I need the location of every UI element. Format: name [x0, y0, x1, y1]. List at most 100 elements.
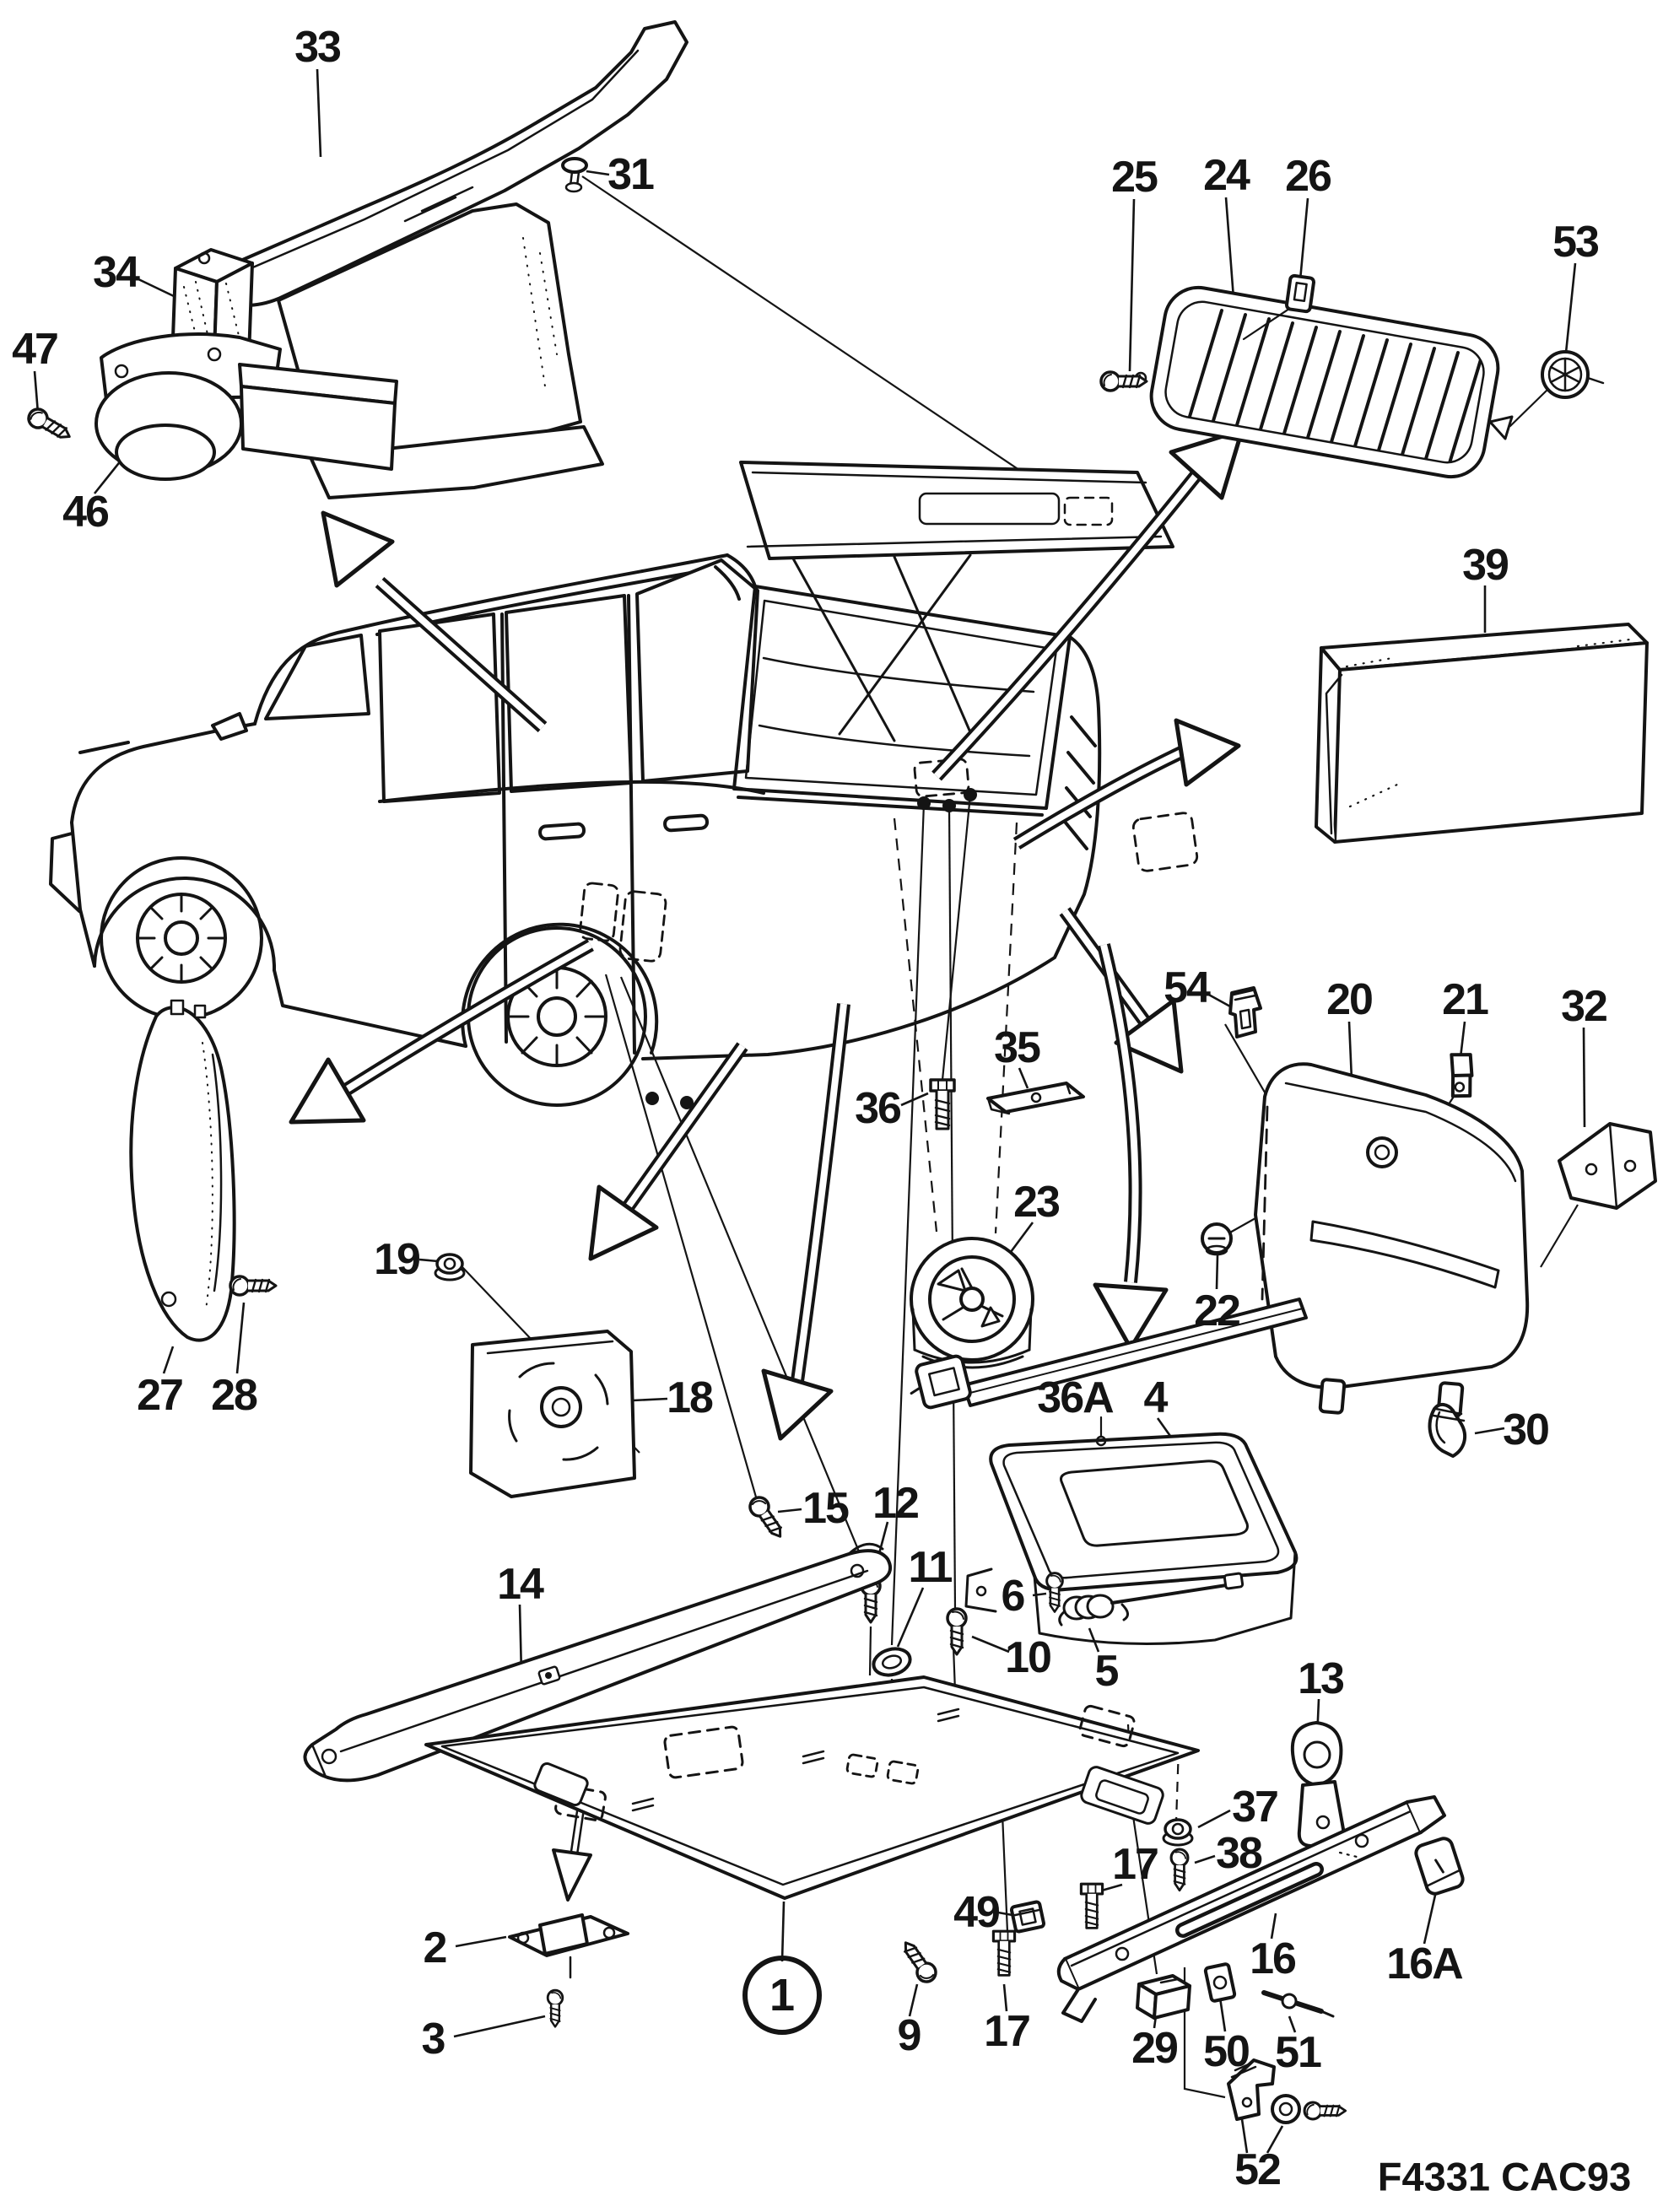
callout-15: 15: [802, 1484, 850, 1533]
callout-16: 16: [1250, 1934, 1297, 1983]
callout-20: 20: [1326, 975, 1374, 1024]
callout-9: 9: [897, 2011, 922, 2060]
callout-24: 24: [1203, 151, 1250, 200]
callout-38: 38: [1216, 1829, 1263, 1878]
part-30-clip: [1428, 1403, 1467, 1458]
part-5-spring-latch: [1058, 1572, 1245, 1627]
callout-47: 47: [12, 325, 59, 374]
part-35-bracket-plate: [986, 1082, 1085, 1115]
callout-39: 39: [1462, 541, 1509, 590]
part-3-screw: [546, 1988, 564, 2028]
part-29-block: [1136, 1974, 1191, 2020]
callout-32: 32: [1561, 982, 1608, 1031]
callout-13: 13: [1298, 1654, 1345, 1703]
parts: [23, 20, 1657, 2124]
part-6-screw: [1045, 1571, 1065, 1614]
callout-51: 51: [1275, 2028, 1322, 2077]
part-21-clip: [1450, 1053, 1474, 1098]
part-46-duct: [94, 332, 398, 481]
arrow-to-upper-left: [321, 510, 548, 732]
direction-arrows: [289, 428, 1245, 1902]
part-51-pin: [1261, 1990, 1335, 2018]
part-1-floor-mat: [424, 1675, 1200, 1900]
part-38-screw: [1169, 1848, 1190, 1892]
part-14-sill-trim: [303, 1542, 892, 1783]
callout-27: 27: [137, 1371, 184, 1420]
callout-36A: 36A: [1037, 1373, 1114, 1422]
part-22-plug: [1201, 1222, 1233, 1256]
callout-12: 12: [872, 1479, 920, 1528]
callout-49: 49: [953, 1888, 1001, 1937]
callout-11: 11: [908, 1543, 953, 1592]
part-32-bracket: [1558, 1122, 1657, 1210]
callout-53: 53: [1552, 218, 1600, 267]
callout-5: 5: [1094, 1647, 1120, 1696]
callout-17: 17: [1112, 1840, 1159, 1889]
part-47-screw: [23, 403, 76, 447]
part-13-hook: [1290, 1721, 1346, 1848]
arrow-down-to-sill: [761, 1003, 850, 1441]
callout-25: 25: [1111, 153, 1158, 202]
part-17-bolt-lower: [991, 1929, 1017, 1977]
callout-33: 33: [294, 23, 342, 72]
callout-22: 22: [1194, 1287, 1241, 1335]
callout-28: 28: [211, 1371, 258, 1420]
part-16a-plate: [1414, 1837, 1465, 1896]
part-53-disc-clip: [1541, 350, 1605, 399]
arrow-to-lower-left: [289, 939, 594, 1125]
callout-52: 52: [1234, 2145, 1282, 2194]
callout-17: 17: [984, 2007, 1031, 2056]
callout-29: 29: [1131, 2024, 1179, 2073]
callout-23: 23: [1013, 1178, 1061, 1227]
part-39-cover-box: [1315, 623, 1649, 844]
callout-16A: 16A: [1386, 1940, 1463, 1988]
arrow-to-right: [1012, 718, 1241, 850]
callout-6: 6: [1001, 1572, 1026, 1621]
part-27-wheelhouse-panel: [129, 999, 236, 1342]
part-25-screw: [1099, 370, 1148, 392]
callout-36: 36: [855, 1084, 902, 1133]
part-36a-strap: [910, 1298, 1308, 1410]
part-52-bracket-assembly: [1227, 2058, 1347, 2124]
callout-19: 19: [374, 1235, 421, 1284]
callout-50: 50: [1203, 2027, 1250, 2076]
part-50-plate: [1203, 1962, 1237, 2003]
part-26-clip: [1242, 273, 1316, 341]
callout-2: 2: [423, 1923, 448, 1972]
part-24-grille: [1134, 285, 1549, 479]
callout-46: 46: [62, 488, 110, 537]
figure-code: F4331 CAC93: [1377, 2154, 1632, 2199]
callout-21: 21: [1442, 975, 1489, 1024]
arrow-to-bracket: [588, 1042, 748, 1261]
callout-14: 14: [497, 1560, 544, 1609]
arrow-to-upper-right: [931, 428, 1245, 781]
callout-4: 4: [1143, 1373, 1169, 1422]
part-19-nut: [434, 1253, 466, 1281]
callout-31: 31: [607, 150, 655, 199]
part-10-screw: [946, 1607, 968, 1656]
callout-54: 54: [1164, 963, 1211, 1012]
part-54-clip: [1228, 986, 1262, 1039]
part-15-screw: [744, 1492, 790, 1544]
part-31-clip: [561, 157, 588, 193]
callout-30: 30: [1503, 1405, 1550, 1454]
callout-34: 34: [93, 248, 140, 297]
part-28-screw: [229, 1275, 278, 1297]
part-20-side-panel: [1254, 1062, 1530, 1418]
part-18-bracket-plate: [469, 1330, 636, 1498]
part-16-sill-rail: [1056, 1795, 1446, 2023]
callout-35: 35: [994, 1023, 1041, 1072]
callout-37: 37: [1232, 1783, 1279, 1832]
part-17-bolt-upper: [1079, 1882, 1104, 1930]
part-37-nut: [1162, 1818, 1194, 1847]
callout-26: 26: [1285, 152, 1332, 201]
car-illustration: [49, 461, 1199, 1107]
callout-1: 1: [742, 1956, 822, 2035]
part-11-grommet: [872, 1647, 912, 1677]
callout-18: 18: [667, 1373, 714, 1422]
part-2-bracket: [508, 1913, 629, 1979]
callout-10: 10: [1005, 1633, 1052, 1682]
part-23-spare-wheel-retainer: [910, 1237, 1034, 1369]
